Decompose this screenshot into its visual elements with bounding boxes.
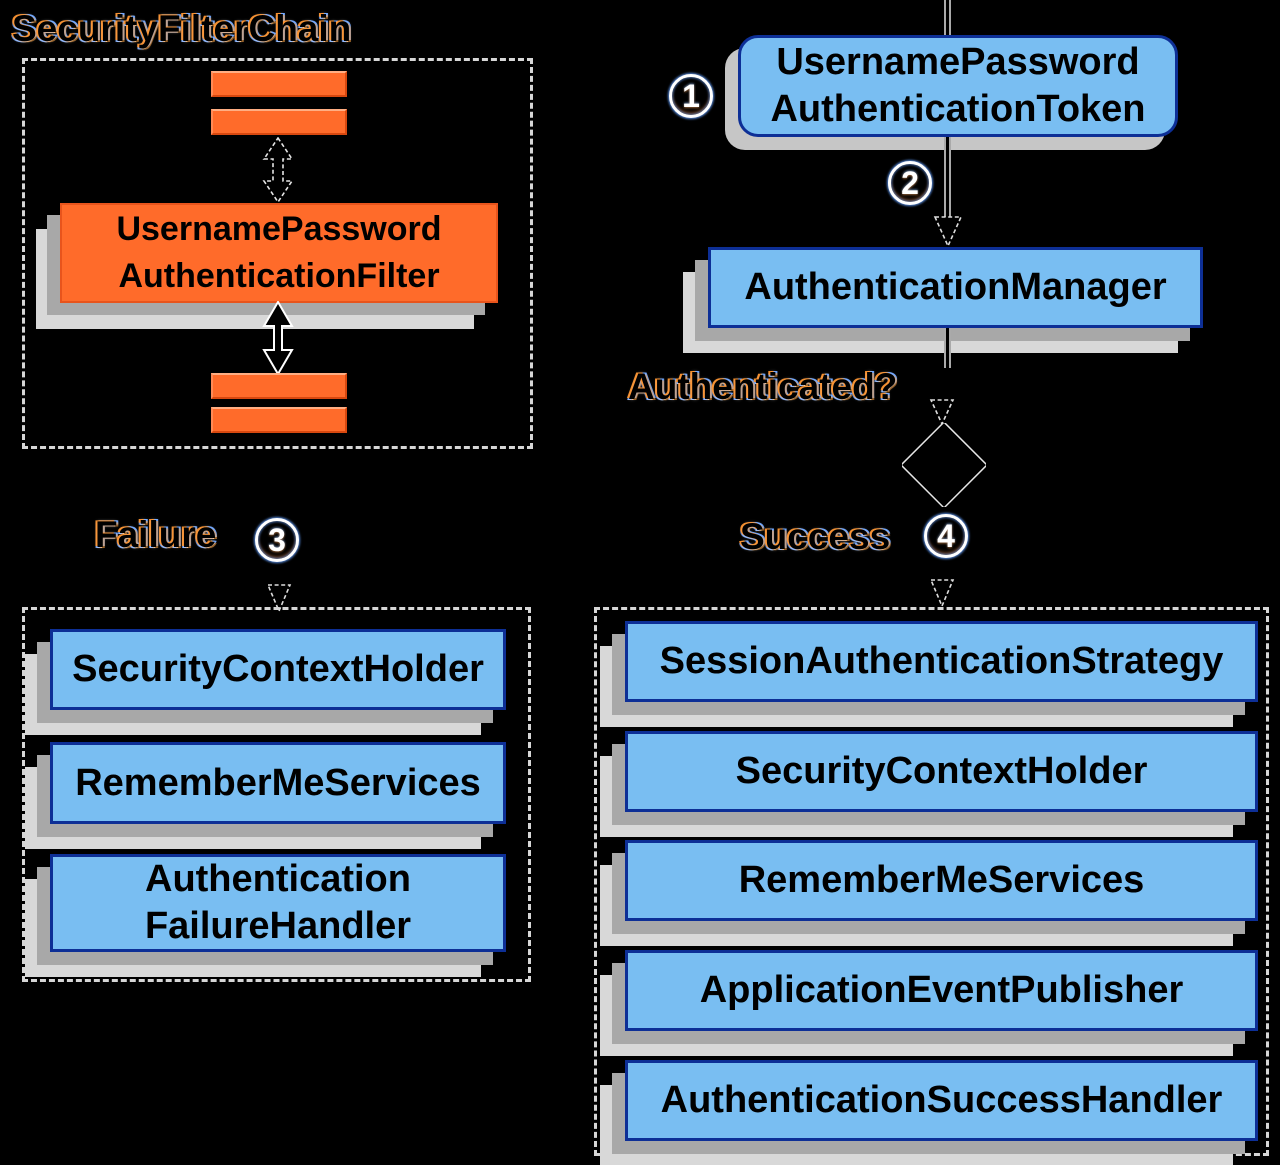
security-filter-chain-box [22,58,533,449]
step-2-badge: 2 [888,161,932,205]
success-handler-box: SecurityContextHolder [625,731,1258,812]
manager-to-decision-line [944,328,951,368]
step-3-badge: 3 [255,518,299,562]
failure-label: Failure [95,514,217,555]
updown-arrow-hollow-icon [262,137,294,203]
security-filter-chain-title: SecurityFilterChain [12,8,352,49]
dashed-arrowhead-icon [929,579,955,608]
username-password-authentication-token-box: UsernamePassword AuthenticationToken [738,35,1178,137]
handler-label-line2: FailureHandler [144,905,412,947]
updown-arrow-solid-icon [262,301,294,375]
token-box-label-line1: UsernamePassword [776,41,1140,84]
handler-label: RememberMeServices [738,859,1145,902]
manager-box-label: AuthenticationManager [744,266,1167,309]
dashed-arrowhead-icon [929,399,955,426]
success-handler-box: SessionAuthenticationStrategy [625,621,1258,702]
filter-box-label-line1: UsernamePassword [116,210,442,249]
username-password-authentication-filter-box: UsernamePassword AuthenticationFilter [60,203,498,303]
success-handlers-box [594,607,1269,1156]
failure-handler-box: Authentication FailureHandler [50,854,506,952]
authentication-manager-box: AuthenticationManager [708,247,1203,328]
handler-label: AuthenticationSuccessHandler [660,1079,1223,1122]
step-1-badge: 1 [669,74,713,118]
request-line [944,0,951,35]
handler-label: SecurityContextHolder [735,750,1148,793]
step-4-badge: 4 [924,514,968,558]
down-arrowhead-icon [933,216,963,248]
handler-label: SecurityContextHolder [72,648,484,691]
filter-bar [211,71,347,97]
handler-label-line1: Authentication [145,858,411,901]
success-handler-box: RememberMeServices [625,840,1258,921]
decision-diamond-icon [902,423,986,507]
success-handler-box: ApplicationEventPublisher [625,950,1258,1031]
token-box-label-line2: AuthenticationToken [770,88,1146,130]
success-label: Success [740,516,891,557]
failure-handler-box: SecurityContextHolder [50,629,506,710]
token-to-manager-line [944,137,951,217]
handler-label: SessionAuthenticationStrategy [659,640,1224,683]
filter-bar [211,407,347,433]
handler-label: ApplicationEventPublisher [699,969,1184,1012]
authenticated-question-label: Authenticated? [628,366,898,407]
failure-handler-box: RememberMeServices [50,742,506,824]
handler-label: RememberMeServices [75,761,481,804]
filter-bar [211,373,347,399]
success-handler-box: AuthenticationSuccessHandler [625,1060,1258,1141]
dashed-arrowhead-icon [266,584,292,613]
filter-bar [211,109,347,135]
filter-box-label-line2: AuthenticationFilter [118,257,440,295]
failure-handlers-box [22,607,531,982]
